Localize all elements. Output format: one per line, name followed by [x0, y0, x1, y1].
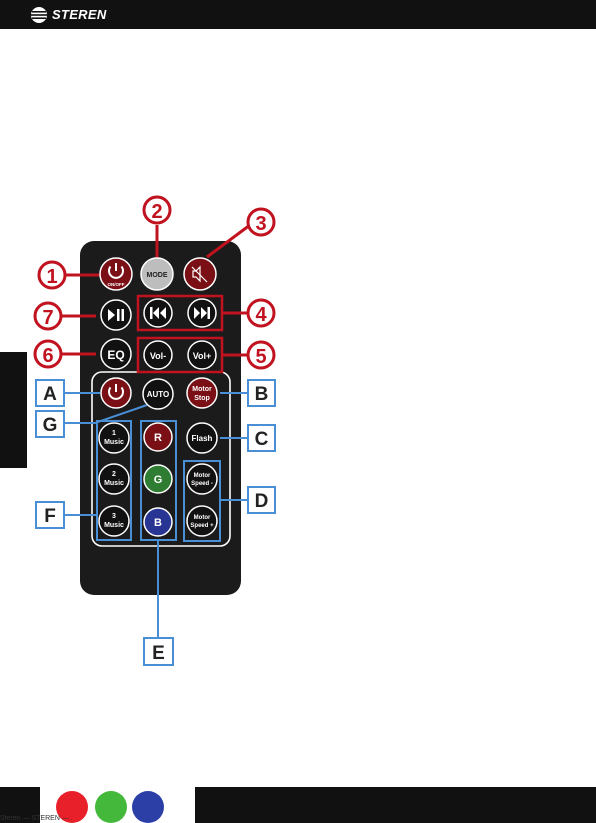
- music-1-word: Music: [104, 439, 124, 446]
- green-button[interactable]: G: [144, 465, 172, 493]
- vol-minus-button[interactable]: Vol-: [144, 341, 172, 369]
- motor-stop-label-line2: Stop: [194, 395, 210, 402]
- svg-text:1: 1: [46, 266, 57, 288]
- music-1-button[interactable]: 1 Music: [99, 423, 129, 453]
- svg-text:4: 4: [255, 304, 267, 326]
- callout-5: 5: [248, 342, 274, 368]
- svg-text:7: 7: [42, 307, 53, 329]
- power-label: ON/OFF: [108, 282, 125, 287]
- previous-track-button[interactable]: [144, 299, 172, 327]
- callout-2: 2: [144, 197, 170, 223]
- vol-plus-button[interactable]: Vol+: [188, 341, 216, 369]
- auto-label: AUTO: [147, 390, 170, 399]
- motor-stop-label-line1: Motor: [192, 386, 212, 393]
- callout-6: 6: [35, 341, 61, 367]
- footer-text: Steren — STEREN — .: [0, 815, 73, 822]
- flash-button[interactable]: Flash: [187, 423, 217, 453]
- music-3-word: Music: [104, 522, 124, 529]
- svg-text:5: 5: [255, 346, 266, 368]
- svg-text:G: G: [43, 415, 58, 436]
- vol-plus-label: Vol+: [193, 351, 212, 361]
- music-2-button[interactable]: 2 Music: [99, 464, 129, 494]
- music-2-number: 2: [112, 471, 116, 478]
- callout-d: D: [248, 487, 275, 513]
- svg-text:F: F: [44, 506, 56, 527]
- blue-label: B: [154, 517, 162, 529]
- svg-text:6: 6: [42, 345, 53, 367]
- motor-speed-minus-button[interactable]: Motor Speed -: [187, 464, 217, 494]
- callout-f: F: [36, 502, 64, 528]
- next-track-button[interactable]: [188, 299, 216, 327]
- speed-plus-line2: Speed +: [190, 523, 214, 529]
- callout-c: C: [248, 425, 275, 451]
- light-power-button[interactable]: [101, 378, 131, 408]
- speed-minus-line1: Motor: [194, 473, 211, 479]
- svg-text:2: 2: [151, 201, 162, 223]
- blue-dot: [132, 791, 164, 823]
- speed-plus-line1: Motor: [194, 515, 211, 521]
- music-2-word: Music: [104, 480, 124, 487]
- flash-label: Flash: [192, 434, 213, 443]
- callout-7: 7: [35, 303, 61, 329]
- callout-b: B: [248, 380, 275, 406]
- speed-minus-line2: Speed -: [191, 481, 213, 487]
- motor-stop-button[interactable]: Motor Stop: [187, 378, 217, 408]
- mode-button[interactable]: MODE: [141, 258, 173, 290]
- eq-button[interactable]: EQ: [101, 339, 131, 369]
- mute-button[interactable]: [184, 258, 216, 290]
- blue-button[interactable]: B: [144, 508, 172, 536]
- vol-minus-label: Vol-: [150, 351, 166, 361]
- callout-3: 3: [248, 209, 274, 235]
- motor-speed-plus-button[interactable]: Motor Speed +: [187, 506, 217, 536]
- auto-button[interactable]: AUTO: [143, 379, 173, 409]
- callout-g: G: [36, 411, 64, 437]
- svg-text:D: D: [255, 491, 269, 512]
- green-dot: [95, 791, 127, 823]
- callout-e: E: [144, 638, 173, 665]
- svg-text:A: A: [43, 384, 57, 405]
- green-label: G: [154, 474, 163, 486]
- callout-a: A: [36, 380, 64, 406]
- power-button[interactable]: ON/OFF: [100, 258, 132, 290]
- svg-text:E: E: [152, 643, 165, 664]
- mode-label: MODE: [147, 272, 168, 279]
- svg-text:B: B: [255, 384, 269, 405]
- eq-label: EQ: [107, 348, 124, 362]
- red-button[interactable]: R: [144, 423, 172, 451]
- music-3-button[interactable]: 3 Music: [99, 506, 129, 536]
- music-1-number: 1: [112, 430, 116, 437]
- svg-text:3: 3: [255, 213, 266, 235]
- callout-1: 1: [39, 262, 65, 288]
- callout-4: 4: [248, 300, 274, 326]
- svg-text:C: C: [255, 429, 269, 450]
- red-label: R: [154, 432, 162, 444]
- play-pause-button[interactable]: [101, 300, 131, 330]
- music-3-number: 3: [112, 513, 116, 520]
